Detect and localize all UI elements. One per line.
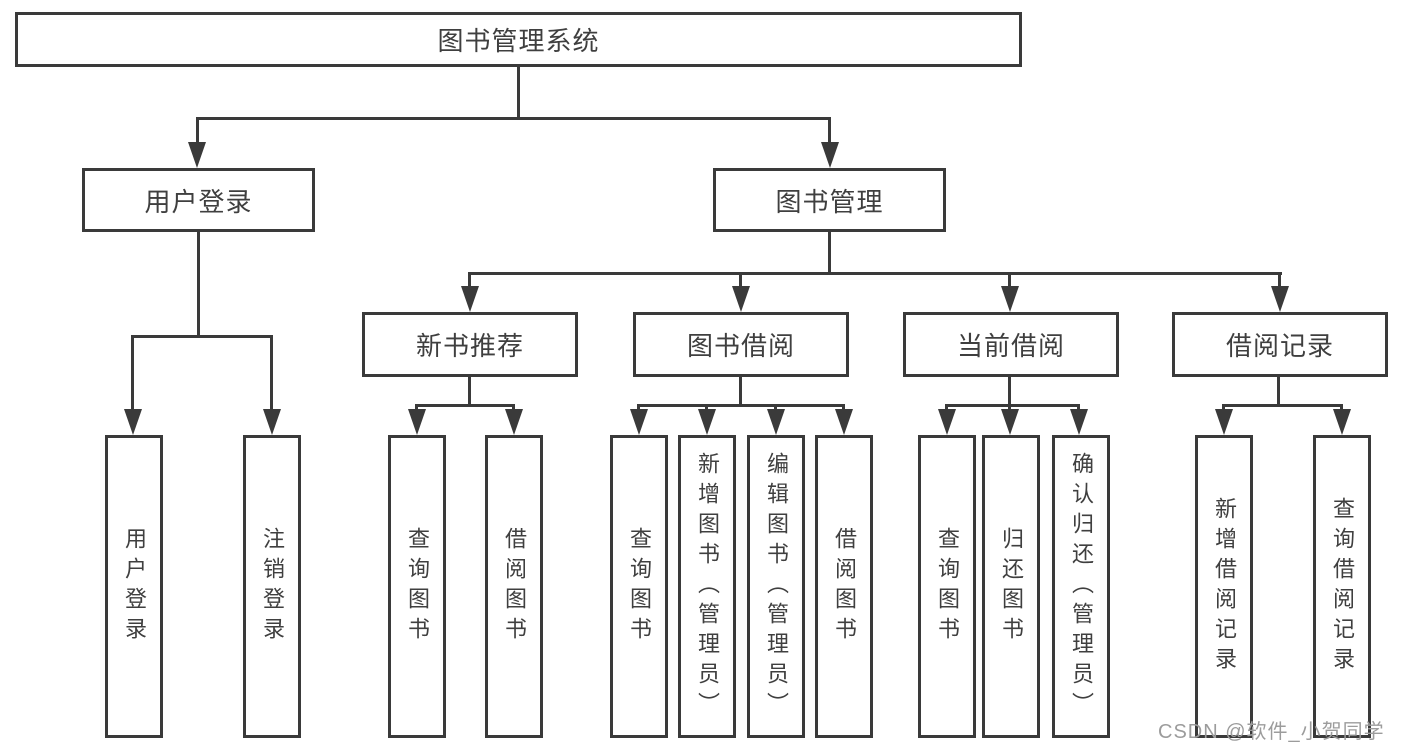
arrow-down-icon	[767, 409, 785, 435]
connector-line	[196, 117, 199, 144]
connector-line	[828, 117, 831, 144]
connector-line	[1008, 404, 1011, 412]
arrow-down-icon	[1001, 286, 1019, 312]
leaf-edit-books-admin: 编辑图书（管理员）	[747, 435, 805, 738]
connector-line	[512, 404, 515, 412]
connector-line	[945, 404, 948, 412]
node-new-book-recommendation: 新书推荐	[362, 312, 578, 377]
node-library-management-system: 图书管理系统	[15, 12, 1022, 67]
connector-line	[739, 272, 742, 288]
connector-line	[842, 404, 845, 412]
connector-line	[1077, 404, 1080, 412]
leaf-query-borrow-record: 查询借阅记录	[1313, 435, 1371, 738]
node-book-management: 图书管理	[713, 168, 946, 232]
arrow-down-icon	[698, 409, 716, 435]
arrow-down-icon	[835, 409, 853, 435]
connector-line	[415, 404, 418, 412]
leaf-add-books-admin: 新增图书（管理员）	[678, 435, 736, 738]
watermark: CSDN @软件_小贺同学	[1158, 721, 1385, 743]
leaf-borrow-books: 借阅图书	[815, 435, 873, 738]
connector-line	[1340, 404, 1343, 412]
arrow-down-icon	[821, 142, 839, 168]
leaf-add-borrow-record: 新增借阅记录	[1195, 435, 1253, 738]
arrow-down-icon	[1070, 409, 1088, 435]
arrow-down-icon	[1215, 409, 1233, 435]
connector-line	[705, 404, 708, 412]
connector-line	[468, 272, 471, 288]
node-borrowing-records: 借阅记录	[1172, 312, 1388, 377]
leaf-query-books-recommend: 查询图书	[388, 435, 446, 738]
arrow-down-icon	[630, 409, 648, 435]
connector-line	[131, 335, 273, 338]
connector-line	[739, 377, 742, 407]
leaf-query-books-borrowing: 查询图书	[610, 435, 668, 738]
leaf-borrow-books-recommend: 借阅图书	[485, 435, 543, 738]
leaf-return-books: 归还图书	[982, 435, 1040, 738]
connector-line	[637, 404, 640, 412]
node-book-borrowing: 图书借阅	[633, 312, 849, 377]
arrow-down-icon	[263, 409, 281, 435]
connector-line	[1222, 404, 1225, 412]
connector-line	[468, 272, 1282, 275]
connector-line	[1008, 272, 1011, 288]
connector-line	[1277, 377, 1280, 407]
arrow-down-icon	[1001, 409, 1019, 435]
connector-line	[828, 232, 831, 275]
connector-line	[468, 377, 471, 407]
arrow-down-icon	[1271, 286, 1289, 312]
connector-line	[637, 404, 844, 407]
node-user-login: 用户登录	[82, 168, 315, 232]
connector-line	[1278, 272, 1281, 288]
arrow-down-icon	[408, 409, 426, 435]
node-current-borrowing: 当前借阅	[903, 312, 1119, 377]
arrow-down-icon	[124, 409, 142, 435]
leaf-logout: 注销登录	[243, 435, 301, 738]
connector-line	[945, 404, 1079, 407]
arrow-down-icon	[461, 286, 479, 312]
connector-line	[774, 404, 777, 412]
connector-line	[197, 232, 200, 335]
arrow-down-icon	[505, 409, 523, 435]
arrow-down-icon	[1333, 409, 1351, 435]
connector-line	[1008, 377, 1011, 407]
connector-line	[196, 117, 831, 120]
connector-line	[1222, 404, 1342, 407]
connector-line	[131, 335, 134, 411]
connector-line	[517, 67, 520, 117]
leaf-user-login: 用户登录	[105, 435, 163, 738]
arrow-down-icon	[938, 409, 956, 435]
arrow-down-icon	[732, 286, 750, 312]
connector-line	[415, 404, 514, 407]
leaf-query-books-current: 查询图书	[918, 435, 976, 738]
leaf-confirm-return-admin: 确认归还（管理员）	[1052, 435, 1110, 738]
arrow-down-icon	[188, 142, 206, 168]
connector-line	[270, 335, 273, 411]
